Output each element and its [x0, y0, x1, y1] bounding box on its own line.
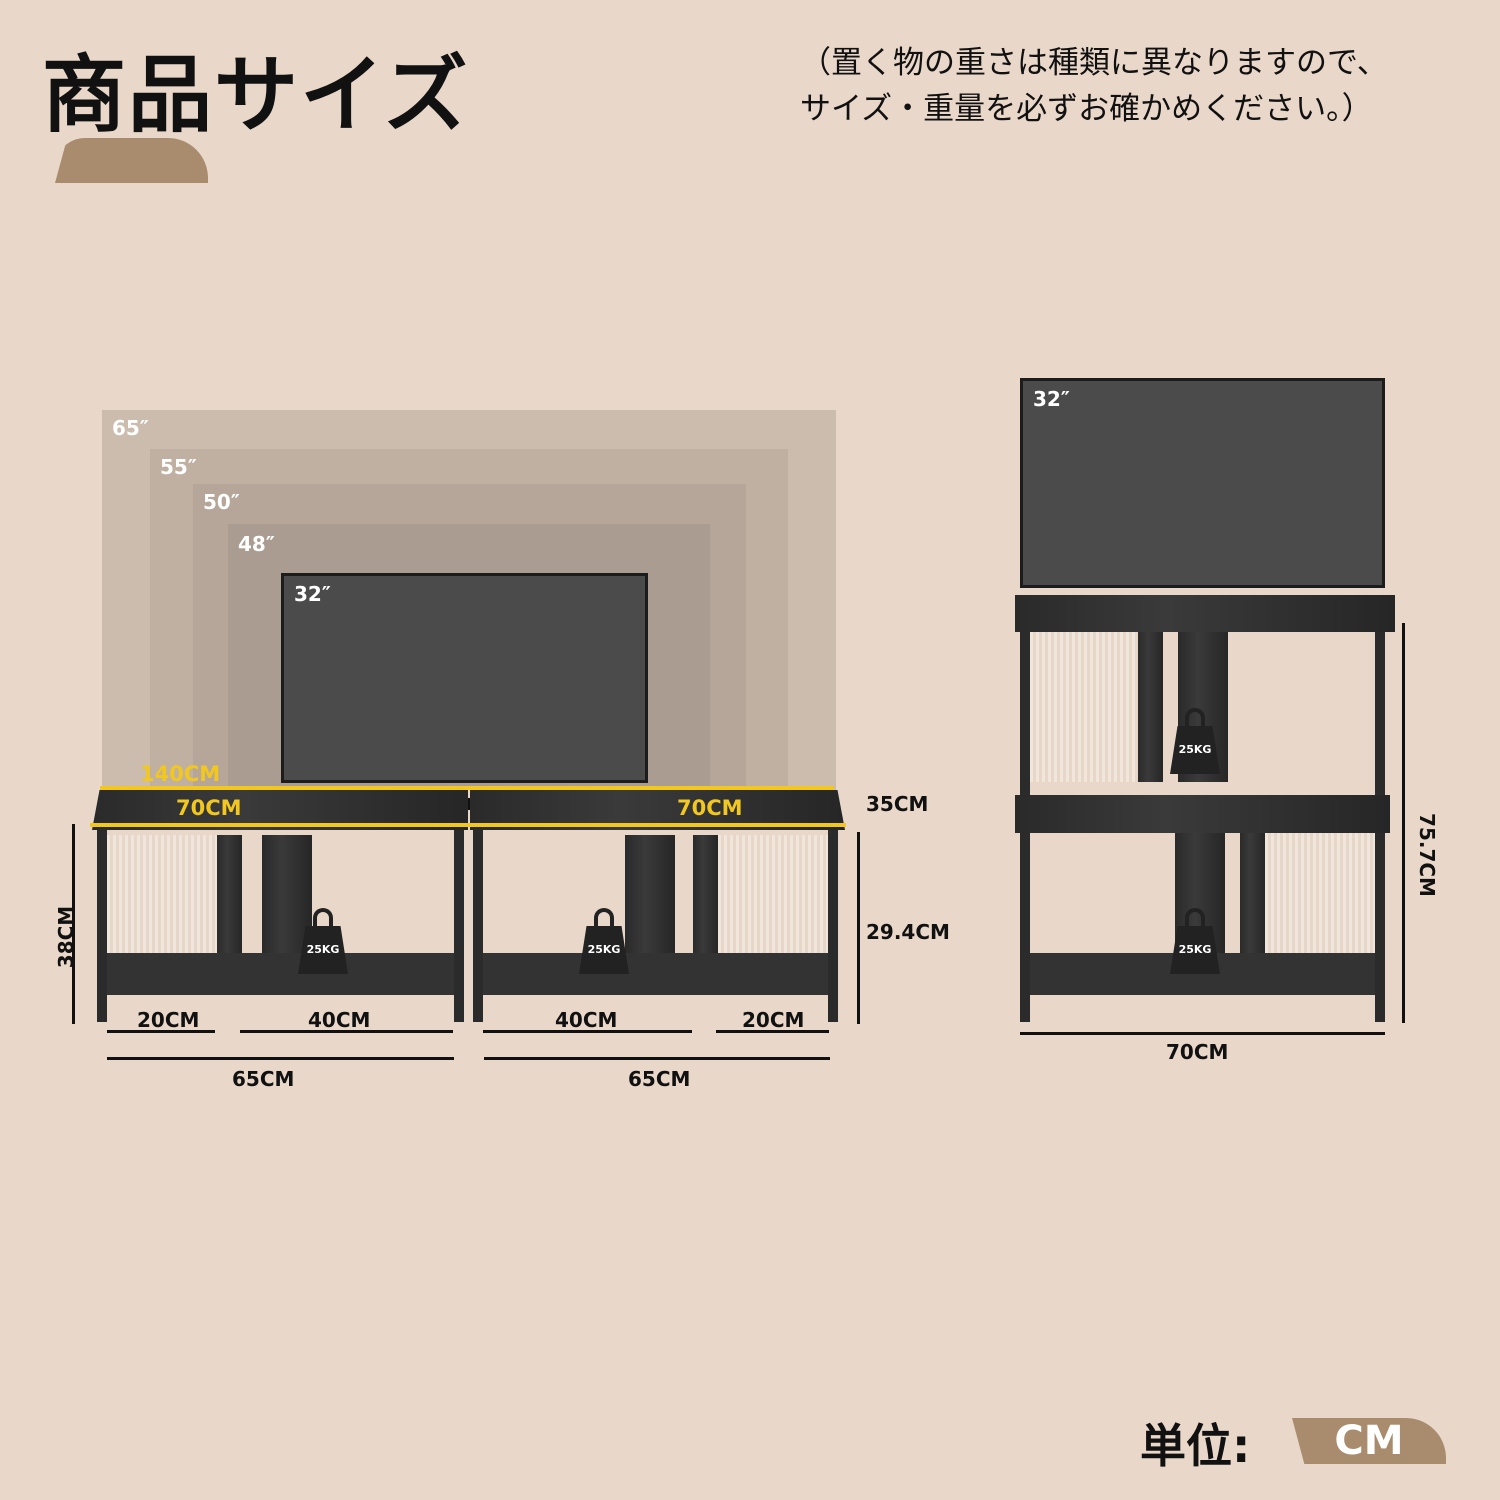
weight-icon: 25KG	[579, 926, 629, 974]
dim-right-small: 20CM	[742, 1008, 805, 1032]
tv-size-label: 48″	[238, 532, 275, 556]
leg	[473, 830, 483, 1022]
page-title: 商品サイズ	[42, 46, 470, 144]
weight-handle-icon	[1185, 708, 1205, 730]
weight-handle-icon	[1185, 908, 1205, 930]
leg	[97, 830, 107, 1022]
dim-line-70	[90, 823, 846, 827]
dim-stack-width: 70CM	[1166, 1040, 1229, 1064]
note-line-1: （置く物の重さは種類に異なりますので、	[800, 45, 1388, 81]
tv-size-label: 65″	[112, 416, 149, 440]
unit-label: 単位:	[1140, 1419, 1251, 1473]
dim-depth: 35CM	[866, 792, 929, 816]
dim-line	[107, 1057, 454, 1060]
dim-left-base: 65CM	[232, 1067, 295, 1091]
dim-right-width: 70CM	[677, 796, 743, 820]
dim-line-140	[100, 786, 834, 790]
glass-panel	[1030, 632, 1138, 782]
dim-total-width: 140CM	[140, 762, 221, 786]
bottom-shelf	[107, 953, 454, 995]
dim-line	[107, 1030, 215, 1033]
leg	[454, 830, 464, 1022]
bottom-shelf	[483, 953, 828, 995]
weight-handle-icon	[313, 908, 333, 930]
dim-line	[857, 832, 860, 1024]
tv-32: 32″	[281, 573, 648, 783]
tv-size-label: 32″	[294, 582, 331, 606]
back-panel	[262, 835, 312, 955]
tv-size-label: 55″	[160, 455, 197, 479]
weight-icon: 25KG	[1170, 726, 1220, 774]
tv-size-label: 50″	[203, 490, 240, 514]
dim-line	[1020, 1032, 1385, 1035]
back-panel	[625, 835, 675, 955]
weight-handle-icon	[594, 908, 614, 930]
dim-line	[1402, 623, 1405, 1023]
divider	[1138, 632, 1163, 782]
title-accent-tab	[55, 138, 208, 183]
dim-right-base: 65CM	[628, 1067, 691, 1091]
tv-size-label: 32″	[1033, 387, 1070, 411]
dim-inner-height: 29.4CM	[866, 920, 950, 944]
note-line-2: サイズ・重量を必ずお確かめください。）	[800, 91, 1373, 127]
unit-value: CM	[1292, 1418, 1446, 1464]
dim-left-width: 70CM	[176, 796, 242, 820]
dim-line	[484, 1057, 830, 1060]
weight-icon: 25KG	[1170, 926, 1220, 974]
stack-middle	[1015, 795, 1390, 833]
weight-icon: 25KG	[298, 926, 348, 974]
dim-line	[483, 1030, 692, 1033]
dim-left-large: 40CM	[308, 1008, 371, 1032]
stack-top	[1015, 595, 1395, 632]
side-tv-32: 32″	[1020, 378, 1385, 588]
dim-stack-height: 75.7CM	[1414, 813, 1439, 897]
dim-height-left: 38CM	[54, 905, 79, 969]
dim-right-large: 40CM	[555, 1008, 618, 1032]
dim-left-small: 20CM	[137, 1008, 200, 1032]
dim-line	[716, 1030, 829, 1033]
dim-line	[72, 824, 75, 1024]
weight-note: （置く物の重さは種類に異なりますので、サイズ・重量を必ずお確かめください。）	[800, 40, 1388, 132]
leg	[828, 830, 838, 1022]
dim-line	[240, 1030, 453, 1033]
